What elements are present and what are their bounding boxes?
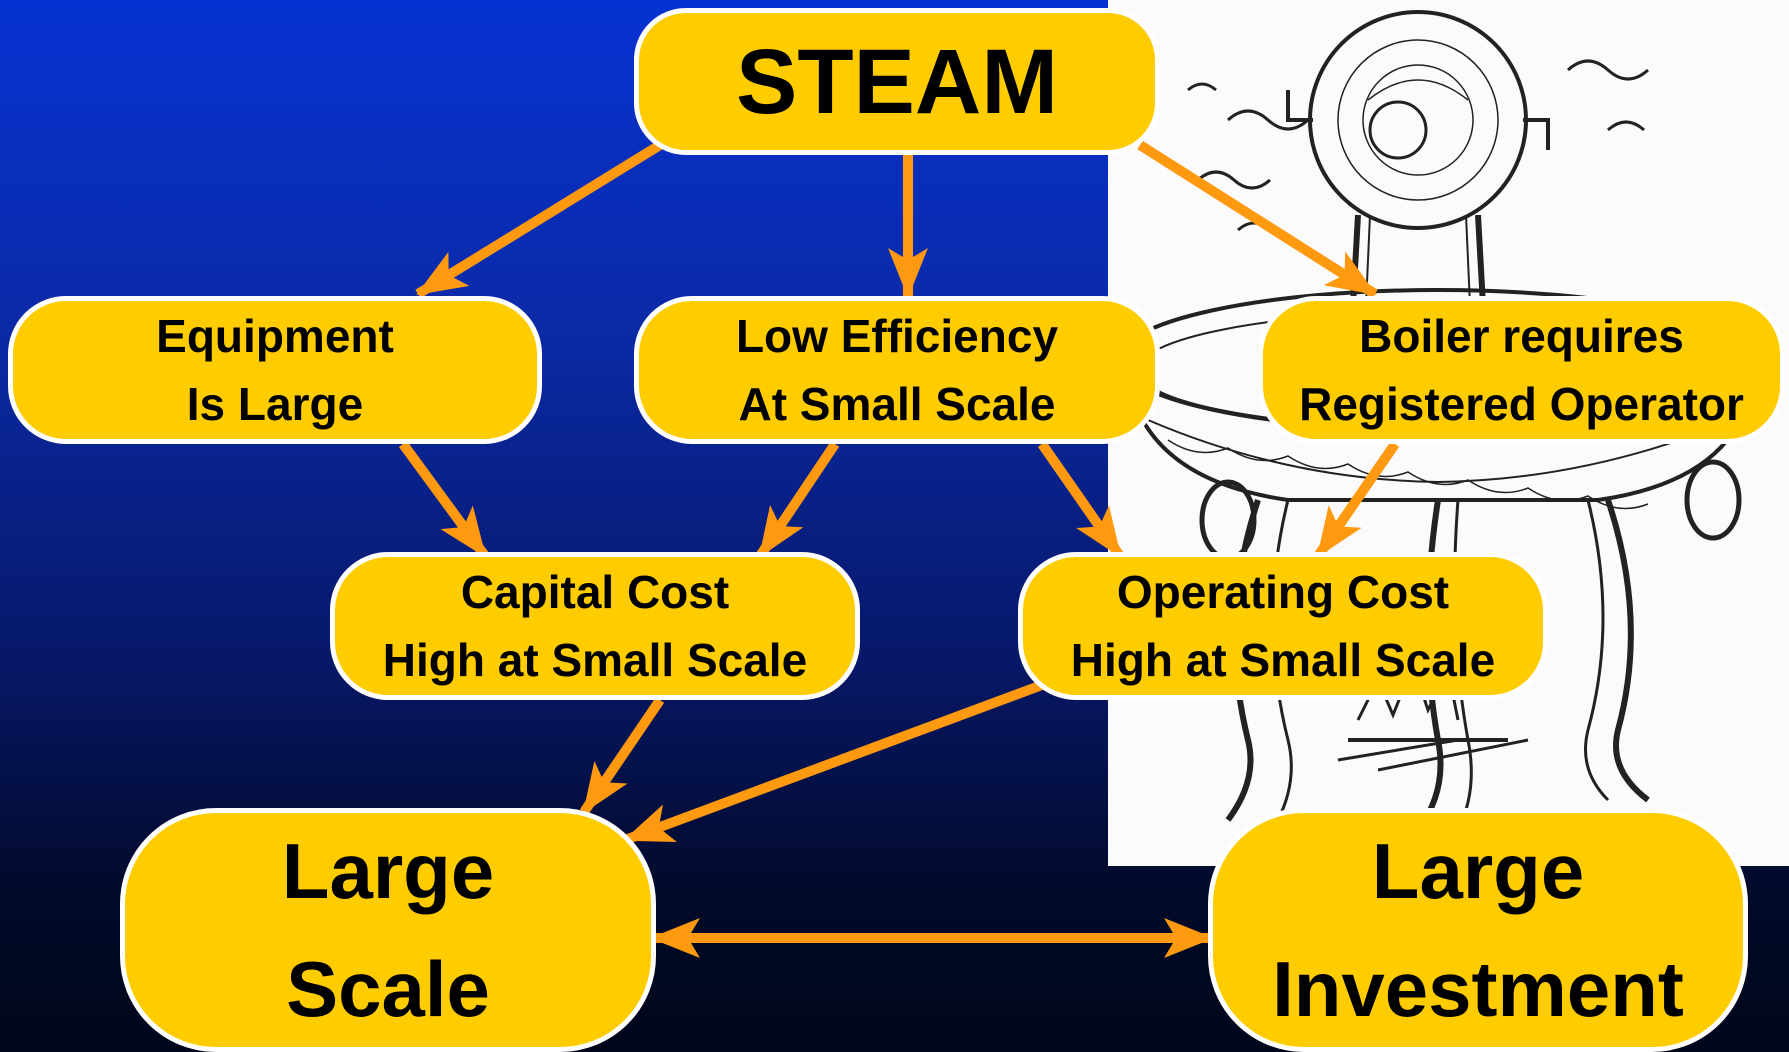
edge-steam-to-boiler	[1137, 140, 1378, 299]
node-capital-cost: Capital Cost High at Small Scale	[330, 552, 860, 700]
node-large-scale-line-2: Scale	[286, 945, 490, 1033]
node-operating-cost-line-1: Operating Cost	[1116, 566, 1450, 618]
node-equipment: Equipment Is Large	[8, 296, 542, 444]
node-large-investment-line-2: Investment	[1272, 945, 1684, 1033]
edge-low-efficiency-to-capital-cost	[755, 441, 840, 559]
edge-low-efficiency-to-operating-cost	[1037, 441, 1125, 559]
node-boiler: Boiler requires Registered Operator	[1258, 296, 1785, 444]
node-boiler-line-1: Boiler requires	[1359, 310, 1684, 362]
edge-boiler-to-operating-cost	[1313, 441, 1400, 559]
node-low-efficiency-line-1: Low Efficiency	[735, 310, 1059, 362]
edge-capital-cost-to-large-scale	[579, 697, 665, 815]
node-large-investment: Large Investment	[1208, 808, 1748, 1052]
node-operating-cost-line-2: High at Small Scale	[1070, 634, 1496, 686]
edge-equipment-to-capital-cost	[398, 441, 490, 559]
node-large-investment-line-1: Large	[1371, 827, 1585, 915]
node-capital-cost-line-1: Capital Cost	[460, 566, 730, 618]
node-equipment-line-2: Is Large	[186, 378, 364, 430]
node-steam: STEAM	[634, 8, 1160, 155]
node-low-efficiency-line-2: At Small Scale	[738, 378, 1056, 430]
node-capital-cost-line-2: High at Small Scale	[382, 634, 808, 686]
edge-operating-cost-to-large-scale	[623, 680, 1044, 845]
edge-steam-to-equipment	[415, 140, 663, 299]
node-large-scale: Large Scale	[120, 808, 656, 1052]
node-equipment-line-1: Equipment	[156, 310, 394, 362]
node-low-efficiency: Low Efficiency At Small Scale	[634, 296, 1160, 444]
node-boiler-line-2: Registered Operator	[1299, 378, 1744, 430]
node-operating-cost: Operating Cost High at Small Scale	[1018, 552, 1548, 700]
node-steam-label: STEAM	[736, 30, 1058, 133]
node-large-scale-line-1: Large	[281, 827, 495, 915]
